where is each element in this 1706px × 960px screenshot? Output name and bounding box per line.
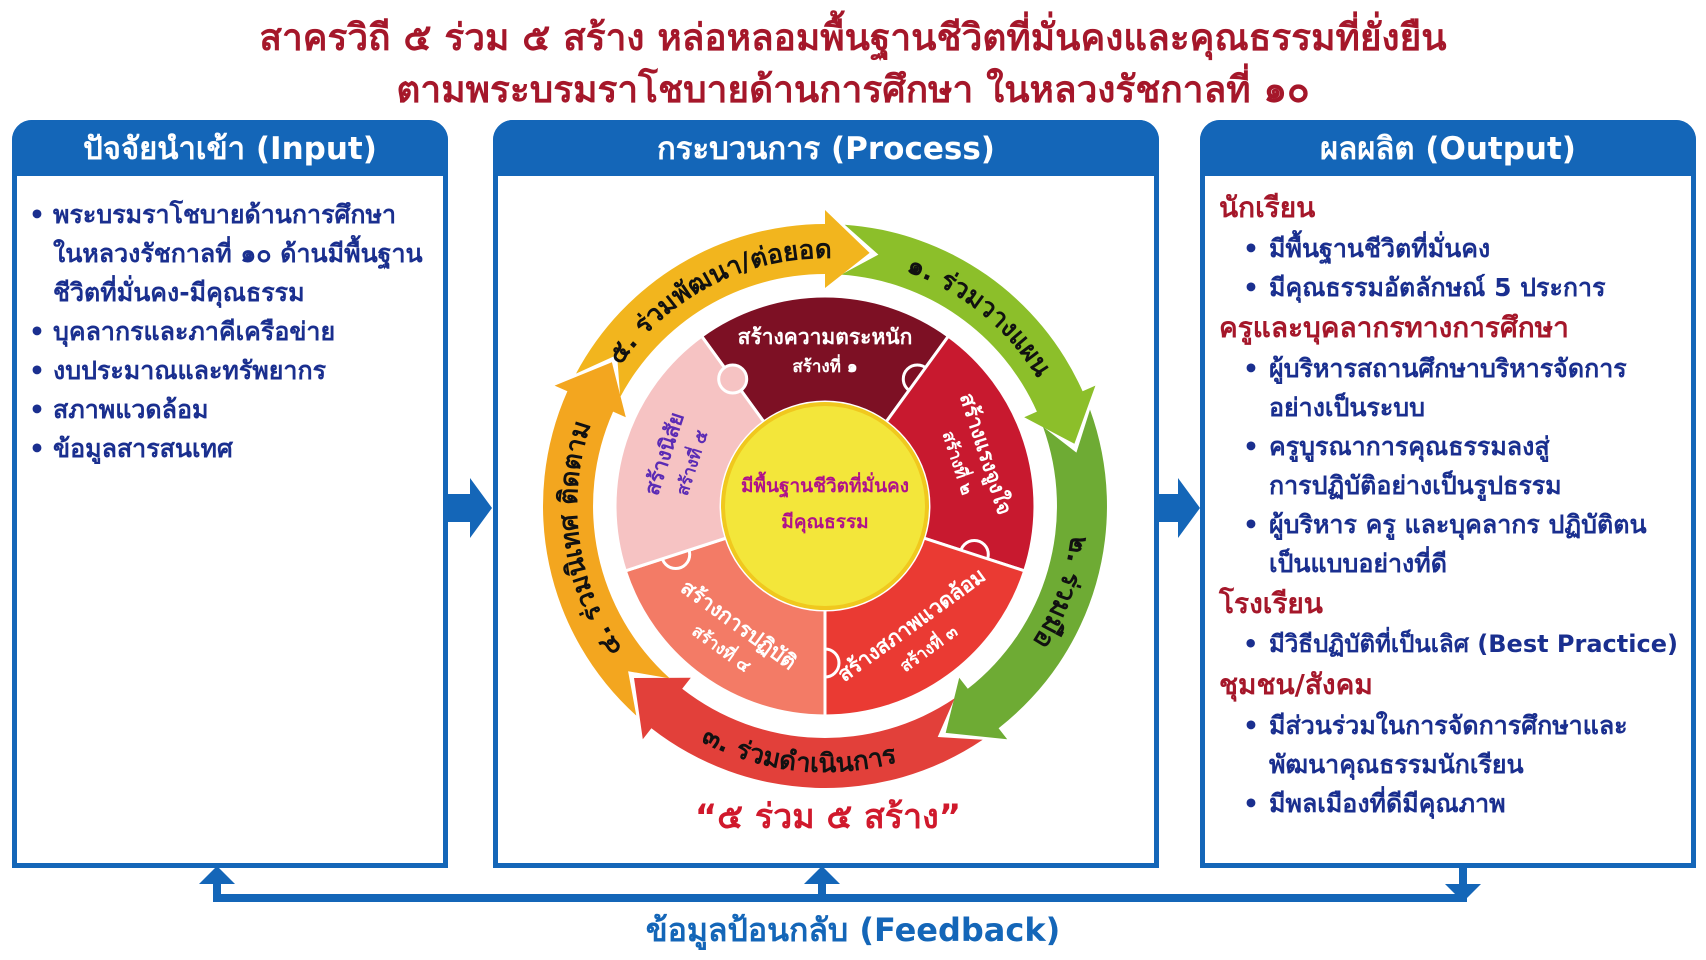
output-item: ผู้บริหาร ครู และบุคลากร ปฏิบัติตนเป็นแบ… [1215, 505, 1695, 583]
ring-arrow-5 [576, 210, 870, 398]
ring-arrow-1 [841, 224, 1096, 444]
puzzle-name-1: สร้างความตระหนัก [738, 325, 913, 349]
output-panel: ผลผลิต (Output) นักเรียน มีพื้นฐานชีวิตท… [1200, 120, 1696, 868]
slogan-text: “๕ ร่วม ๕ สร้าง” [695, 797, 961, 837]
output-item: มีวิธีปฏิบัติที่เป็นเลิศ (Best Practice) [1215, 625, 1695, 664]
output-category-teachers: ครูและบุคลากรทางการศึกษา [1219, 311, 1569, 344]
arrow-input-to-process-icon [448, 478, 492, 538]
center-text-line-2: มีคุณธรรม [781, 511, 868, 534]
input-item-information: ข้อมูลสารสนเทศ [23, 429, 443, 468]
output-category-school: โรงเรียน [1219, 587, 1323, 620]
output-category-community: ชุมชน/สังคม [1219, 668, 1373, 701]
puzzle-number-1: สร้างที่ ๑ [792, 354, 857, 377]
output-item: มีส่วนร่วมในการจัดการศึกษาและพัฒนาคุณธรร… [1215, 706, 1695, 784]
puzzle-label-1: สร้างความตระหนักสร้างที่ ๑ [738, 325, 913, 377]
puzzle-knob-5 [717, 363, 749, 395]
input-header: ปัจจัยนำเข้า (Input) [12, 120, 448, 176]
ring-arrow-2 [945, 409, 1107, 740]
center-circle [721, 402, 929, 610]
puzzle-group: สร้างความตระหนักสร้างที่ ๑สร้างแรงจูงใจส… [613, 294, 1037, 718]
output-content: นักเรียน มีพื้นฐานชีวิตที่มั่นคง มีคุณธร… [1215, 187, 1695, 823]
output-header: ผลผลิต (Output) [1200, 120, 1696, 176]
input-list: พระบรมราโชบายด้านการศึกษา ในหลวงรัชกาลที… [23, 195, 443, 468]
output-item: ครูบูรณาการคุณธรรมลงสู่การปฏิบัติอย่างเป… [1215, 427, 1695, 505]
ring-arrow-4 [543, 362, 670, 716]
output-item: ผู้บริหารสถานศึกษาบริหารจัดการอย่างเป็นร… [1215, 349, 1695, 427]
process-header: กระบวนการ (Process) [493, 120, 1159, 176]
input-item-budget: งบประมาณและทรัพยากร [23, 351, 443, 390]
output-item: มีพื้นฐานชีวิตที่มั่นคง [1215, 229, 1695, 268]
feedback-loop-icon [199, 866, 1481, 902]
output-category-students: นักเรียน [1219, 191, 1316, 224]
ring-arrow-3 [634, 677, 983, 788]
feedback-label: ข้อมูลป้อนกลับ (Feedback) [645, 911, 1061, 949]
output-item: มีคุณธรรมอัตลักษณ์ 5 ประการ [1215, 268, 1695, 307]
arrow-process-to-output-icon [1159, 478, 1200, 538]
input-item-environment: สภาพแวดล้อม [23, 390, 443, 429]
center-text-line-1: มีพื้นฐานชีวิตที่มั่นคง [741, 471, 909, 499]
output-item: มีพลเมืองที่ดีมีคุณภาพ [1215, 784, 1695, 823]
input-item-personnel: บุคลากรและภาคีเครือข่าย [23, 312, 443, 351]
input-item-policy: พระบรมราโชบายด้านการศึกษา ในหลวงรัชกาลที… [23, 195, 443, 312]
input-panel: ปัจจัยนำเข้า (Input) พระบรมราโชบายด้านกา… [12, 120, 448, 868]
title-line-1: สาครวิถี ๕ ร่วม ๕ สร้าง หล่อหลอมพื้นฐานช… [259, 16, 1447, 59]
title-line-2: ตามพระบรมราโชบายด้านการศึกษา ในหลวงรัชกา… [396, 68, 1310, 111]
